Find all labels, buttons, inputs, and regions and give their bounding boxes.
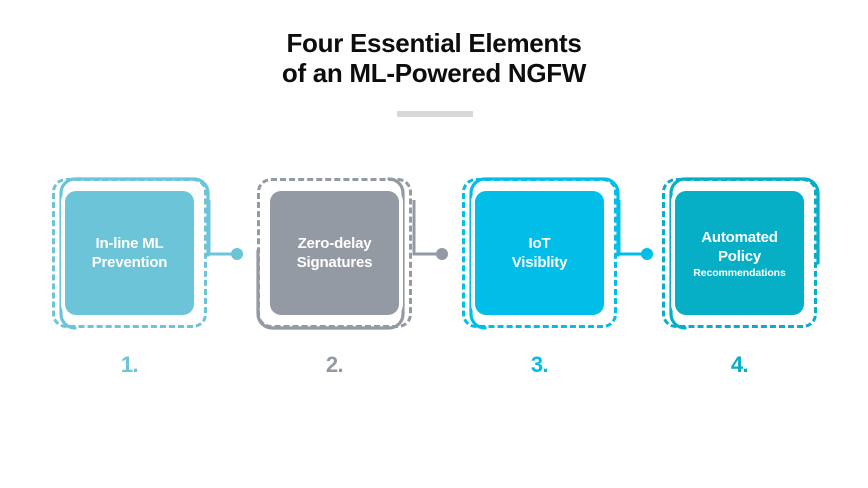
card-4-label: Automated Policy Recommendations (687, 228, 791, 279)
card-2-line-2: Signatures (296, 254, 373, 271)
card-3-line-1: IoT (528, 235, 551, 252)
card-2-line-1: Zero-delay (297, 235, 372, 252)
card-2-solid-stroke (256, 177, 405, 330)
card-4-tile: Automated Policy Recommendations (675, 191, 804, 315)
card-2[interactable]: Zero-delay Signatures (256, 177, 412, 330)
card-2-tile: Zero-delay Signatures (270, 191, 399, 315)
card-4-number: 4. (730, 352, 749, 377)
card-4-sublabel: Recommendations (693, 266, 786, 279)
card-3-tile: IoT Visiblity (475, 191, 604, 315)
card-4-line-2: Policy (718, 247, 761, 265)
card-4[interactable]: Automated Policy Recommendations (662, 177, 820, 330)
connector-1-to-2 (207, 200, 243, 260)
title-divider (397, 111, 473, 117)
connector-3-to-4 (617, 200, 653, 260)
title-line-2: of an ML-Powered NGFW (281, 58, 587, 88)
card-4-line-1: Automated (701, 228, 778, 246)
card-1-number: 1. (120, 352, 139, 377)
card-3[interactable]: IoT Visiblity (462, 177, 620, 330)
card-1-tile: In-line ML Prevention (65, 191, 194, 315)
card-1-solid-stroke (59, 177, 210, 330)
card-2-number: 2. (325, 352, 344, 377)
card-1-label: In-line ML Prevention (86, 234, 174, 272)
card-1-line-1: In-line ML (95, 235, 164, 252)
card-4-solid-stroke (669, 177, 820, 330)
card-1[interactable]: In-line ML Prevention (52, 177, 210, 330)
card-3-label: IoT Visiblity (506, 234, 573, 272)
card-3-line-2: Visiblity (511, 254, 568, 271)
card-3-solid-stroke (469, 177, 620, 330)
card-2-label: Zero-delay Signatures (291, 234, 379, 272)
page-title: Four Essential Elements of an ML-Powered… (0, 28, 868, 88)
card-3-number: 3. (530, 352, 549, 377)
connector-2-to-3 (412, 200, 448, 260)
card-1-line-2: Prevention (91, 254, 168, 271)
title-line-1: Four Essential Elements (286, 28, 582, 58)
